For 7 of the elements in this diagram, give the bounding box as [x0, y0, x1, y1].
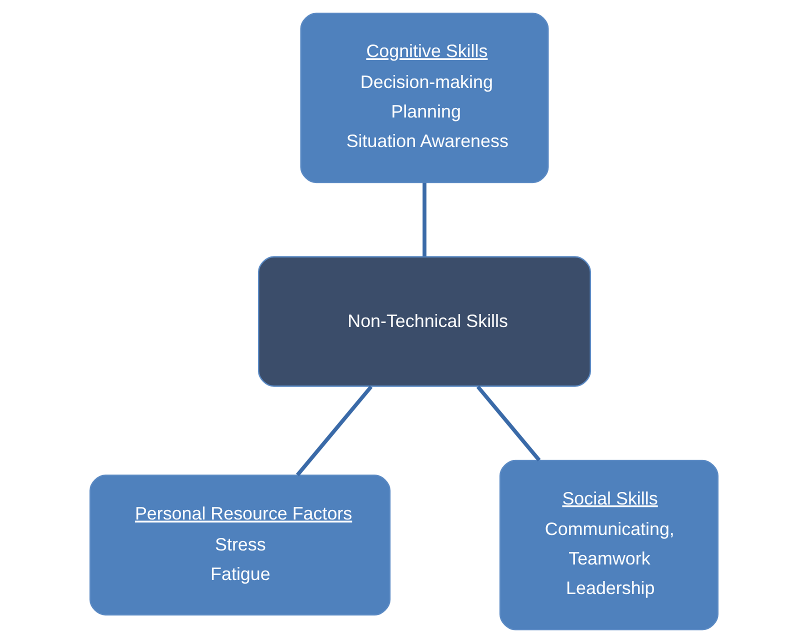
connector	[422, 182, 426, 257]
node-box: Social Skills Communicating, Teamwork Leadership	[498, 460, 718, 630]
node-box: Personal Resource Factors Stress Fatigue	[88, 474, 390, 616]
connector	[295, 385, 372, 476]
node-box: Cognitive Skills Decision-making Planning Situation Awareness	[300, 12, 548, 184]
node-box: Non-Technical Skills	[257, 256, 591, 387]
connector	[476, 385, 540, 462]
